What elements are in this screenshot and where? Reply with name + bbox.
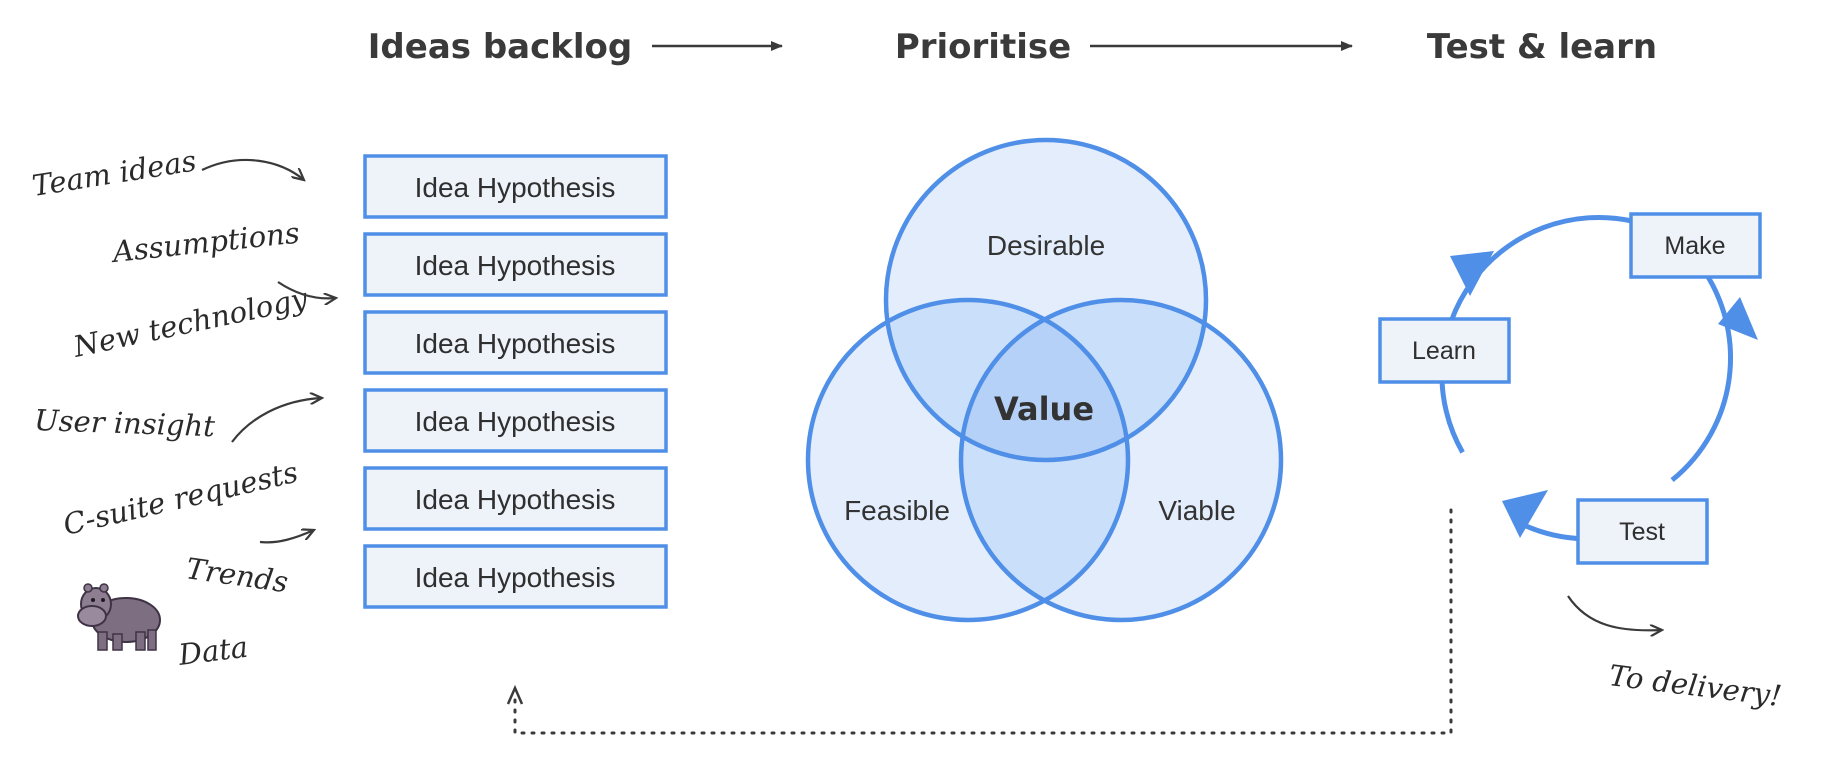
backlog-item-label: Idea Hypothesis (415, 328, 616, 359)
source-new-technology: New technology (69, 281, 311, 364)
venn-label-viable: Viable (1158, 495, 1235, 526)
loop-arc-right (1670, 252, 1734, 483)
step-title-prioritise: Prioritise (895, 27, 1071, 67)
step-title-test-learn: Test & learn (1427, 27, 1657, 67)
venn-overlap-value (961, 300, 1128, 460)
source-arrow-3 (231, 398, 322, 443)
source-data: Data (176, 630, 250, 672)
loop-arrowhead-left (1450, 251, 1494, 296)
backlog-item-label: Idea Hypothesis (415, 562, 616, 593)
source-arrow-2 (277, 281, 336, 298)
backlog-item-label: Idea Hypothesis (415, 250, 616, 281)
loop-arrowhead-right (1718, 297, 1758, 340)
loop-label-learn: Learn (1412, 337, 1476, 365)
delivery-arrow (1567, 595, 1662, 630)
source-c-suite-requests: C-suite requests (60, 455, 301, 542)
backlog-item-label: Idea Hypothesis (415, 406, 616, 437)
source-arrow-1 (201, 158, 304, 180)
source-trends: Trends (184, 551, 290, 599)
source-team-ideas: Team ideas (30, 143, 199, 202)
backlog-list: Idea Hypothesis Idea Hypothesis Idea Hyp… (363, 154, 668, 609)
backlog-item: Idea Hypothesis (363, 232, 668, 297)
source-user-insight: User insight (34, 403, 216, 443)
backlog-item: Idea Hypothesis (363, 466, 668, 531)
loop-step-test: Test (1576, 498, 1709, 565)
venn-label-desirable: Desirable (987, 230, 1105, 261)
feedback-dotted-line (513, 508, 1453, 735)
venn-label-feasible: Feasible (844, 495, 950, 526)
feedback-arrowhead (506, 684, 524, 705)
hippo-icon (77, 583, 161, 651)
loop-arrowhead-bottom (1502, 490, 1548, 538)
step-title-backlog: Ideas backlog (368, 27, 632, 67)
loop-label-make: Make (1664, 232, 1725, 260)
source-arrow-4 (259, 530, 314, 544)
backlog-item-label: Idea Hypothesis (415, 172, 616, 203)
delivery-label: To delivery! (1607, 658, 1783, 713)
loop-step-learn: Learn (1378, 317, 1511, 384)
backlog-item: Idea Hypothesis (363, 310, 668, 375)
venn-label-value: Value (994, 390, 1094, 428)
backlog-item: Idea Hypothesis (363, 388, 668, 453)
loop-arc-bottom (1520, 521, 1585, 542)
loop-step-make: Make (1629, 212, 1762, 279)
build-measure-loop: Make Learn Test (1378, 212, 1762, 565)
source-assumptions: Assumptions (108, 216, 301, 270)
venn-diagram: Desirable Feasible Viable Value (805, 137, 1284, 623)
backlog-item-label: Idea Hypothesis (415, 484, 616, 515)
backlog-item: Idea Hypothesis (363, 154, 668, 219)
backlog-item: Idea Hypothesis (363, 544, 668, 609)
loop-label-test: Test (1619, 518, 1665, 546)
